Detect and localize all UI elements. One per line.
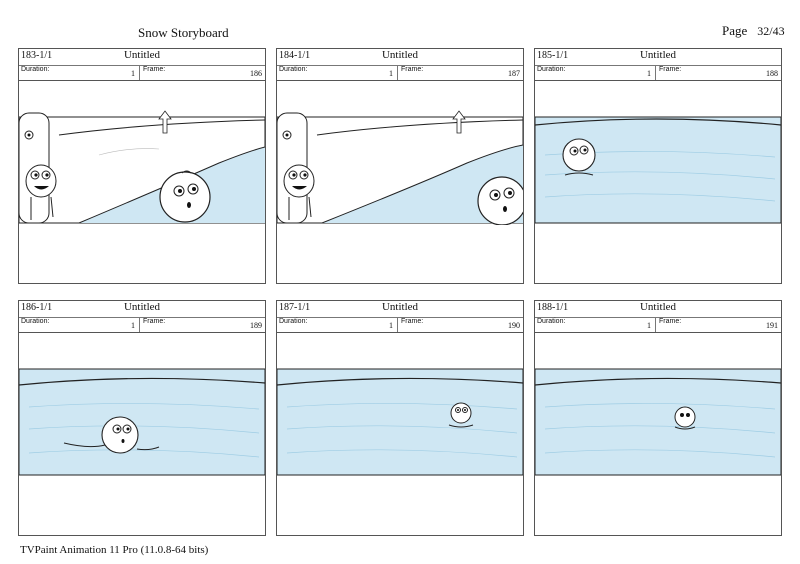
panel-header: 186-1/1 Untitled — [19, 301, 265, 318]
panel-header: 184-1/1 Untitled — [277, 49, 523, 66]
footer-app-version: TVPaint Animation 11 Pro (11.0.8-64 bits… — [20, 544, 209, 556]
info-divider — [139, 317, 140, 332]
panel-header: 187-1/1 Untitled — [277, 301, 523, 318]
panel-title: Untitled — [123, 49, 161, 61]
panel-info-row: Duration: 1 Frame: 187 — [277, 65, 523, 81]
frame-value: 188 — [766, 69, 778, 78]
page-number: 32/43 — [757, 24, 785, 38]
panel-id: 183-1/1 — [21, 50, 53, 61]
storyboard-panel-5[interactable]: 187-1/1 Untitled Duration: 1 Frame: 190 — [276, 300, 524, 536]
frame-value: 191 — [766, 321, 778, 330]
panel-id: 186-1/1 — [21, 302, 53, 313]
panel-header: 185-1/1 Untitled — [535, 49, 781, 66]
frame-label: Frame: — [659, 66, 682, 73]
panel-id: 185-1/1 — [537, 50, 569, 61]
duration-label: Duration: — [21, 66, 50, 73]
frame-label: Frame: — [143, 318, 166, 325]
duration-label: Duration: — [21, 318, 50, 325]
panel-id: 184-1/1 — [279, 50, 311, 61]
panel-header: 183-1/1 Untitled — [19, 49, 265, 66]
duration-value: 1 — [131, 69, 135, 78]
panel-artwork — [19, 368, 265, 476]
panel-title: Untitled — [639, 301, 677, 313]
frame-value: 186 — [250, 69, 262, 78]
storyboard-panel-6[interactable]: 188-1/1 Untitled Duration: 1 Frame: 191 — [534, 300, 782, 536]
info-divider — [397, 65, 398, 80]
panel-info-row: Duration: 1 Frame: 189 — [19, 317, 265, 333]
duration-label: Duration: — [279, 318, 308, 325]
panel-title: Untitled — [123, 301, 161, 313]
frame-label: Frame: — [401, 318, 424, 325]
duration-label: Duration: — [279, 66, 308, 73]
page-label: Page — [722, 23, 748, 38]
duration-value: 1 — [389, 321, 393, 330]
page-indicator: Page 32/43 — [722, 23, 785, 39]
frame-value: 187 — [508, 69, 520, 78]
storyboard-panel-1[interactable]: 183-1/1 Untitled Duration: 1 Frame: 186 — [18, 48, 266, 284]
panel-title: Untitled — [381, 49, 419, 61]
panel-info-row: Duration: 1 Frame: 188 — [535, 65, 781, 81]
panel-header: 188-1/1 Untitled — [535, 301, 781, 318]
info-divider — [655, 65, 656, 80]
frame-label: Frame: — [143, 66, 166, 73]
panel-artwork — [277, 368, 523, 476]
info-divider — [655, 317, 656, 332]
frame-label: Frame: — [659, 318, 682, 325]
frame-value: 189 — [250, 321, 262, 330]
duration-label: Duration: — [537, 318, 566, 325]
panel-artwork — [535, 116, 781, 224]
panel-info-row: Duration: 1 Frame: 191 — [535, 317, 781, 333]
storyboard-panel-3[interactable]: 185-1/1 Untitled Duration: 1 Frame: 188 — [534, 48, 782, 284]
panel-artwork — [19, 110, 265, 224]
duration-value: 1 — [389, 69, 393, 78]
duration-label: Duration: — [537, 66, 566, 73]
duration-value: 1 — [131, 321, 135, 330]
panel-info-row: Duration: 1 Frame: 190 — [277, 317, 523, 333]
panel-id: 187-1/1 — [279, 302, 311, 313]
panel-info-row: Duration: 1 Frame: 186 — [19, 65, 265, 81]
panel-artwork — [535, 368, 781, 476]
storyboard-panel-2[interactable]: 184-1/1 Untitled Duration: 1 Frame: 187 — [276, 48, 524, 284]
frame-value: 190 — [508, 321, 520, 330]
document-title: Snow Storyboard — [138, 25, 229, 40]
duration-value: 1 — [647, 321, 651, 330]
duration-value: 1 — [647, 69, 651, 78]
storyboard-panel-4[interactable]: 186-1/1 Untitled Duration: 1 Frame: 189 — [18, 300, 266, 536]
panel-artwork — [277, 110, 523, 225]
info-divider — [139, 65, 140, 80]
panel-title: Untitled — [381, 301, 419, 313]
panel-id: 188-1/1 — [537, 302, 569, 313]
panel-title: Untitled — [639, 49, 677, 61]
info-divider — [397, 317, 398, 332]
frame-label: Frame: — [401, 66, 424, 73]
